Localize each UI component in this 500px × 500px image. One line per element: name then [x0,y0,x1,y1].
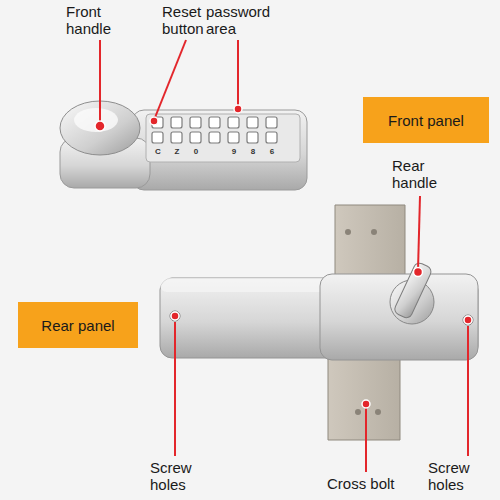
key-mark: 9 [230,148,238,156]
rear-lock [160,205,478,440]
key-mark: 0 [192,148,200,156]
callout-label: Front handle [66,4,122,38]
leader-dots [95,105,472,408]
panel-name: Rear panel [41,317,114,334]
front-lock [60,101,307,190]
callout-label: Cross bolt [327,476,419,493]
key-mark: 8 [249,148,257,156]
panel-tag: Rear panel [18,302,138,348]
callout-label: Rear handle [392,158,452,192]
callout-label: password area [206,4,282,38]
panel-tag: Front panel [363,97,489,143]
key-mark: C [154,148,162,156]
key-mark: 6 [268,148,276,156]
callout-label: Screw holes [428,460,486,494]
key-mark: Z [173,148,181,156]
callout-label: Screw holes [150,460,208,494]
panel-name: Front panel [388,112,464,129]
